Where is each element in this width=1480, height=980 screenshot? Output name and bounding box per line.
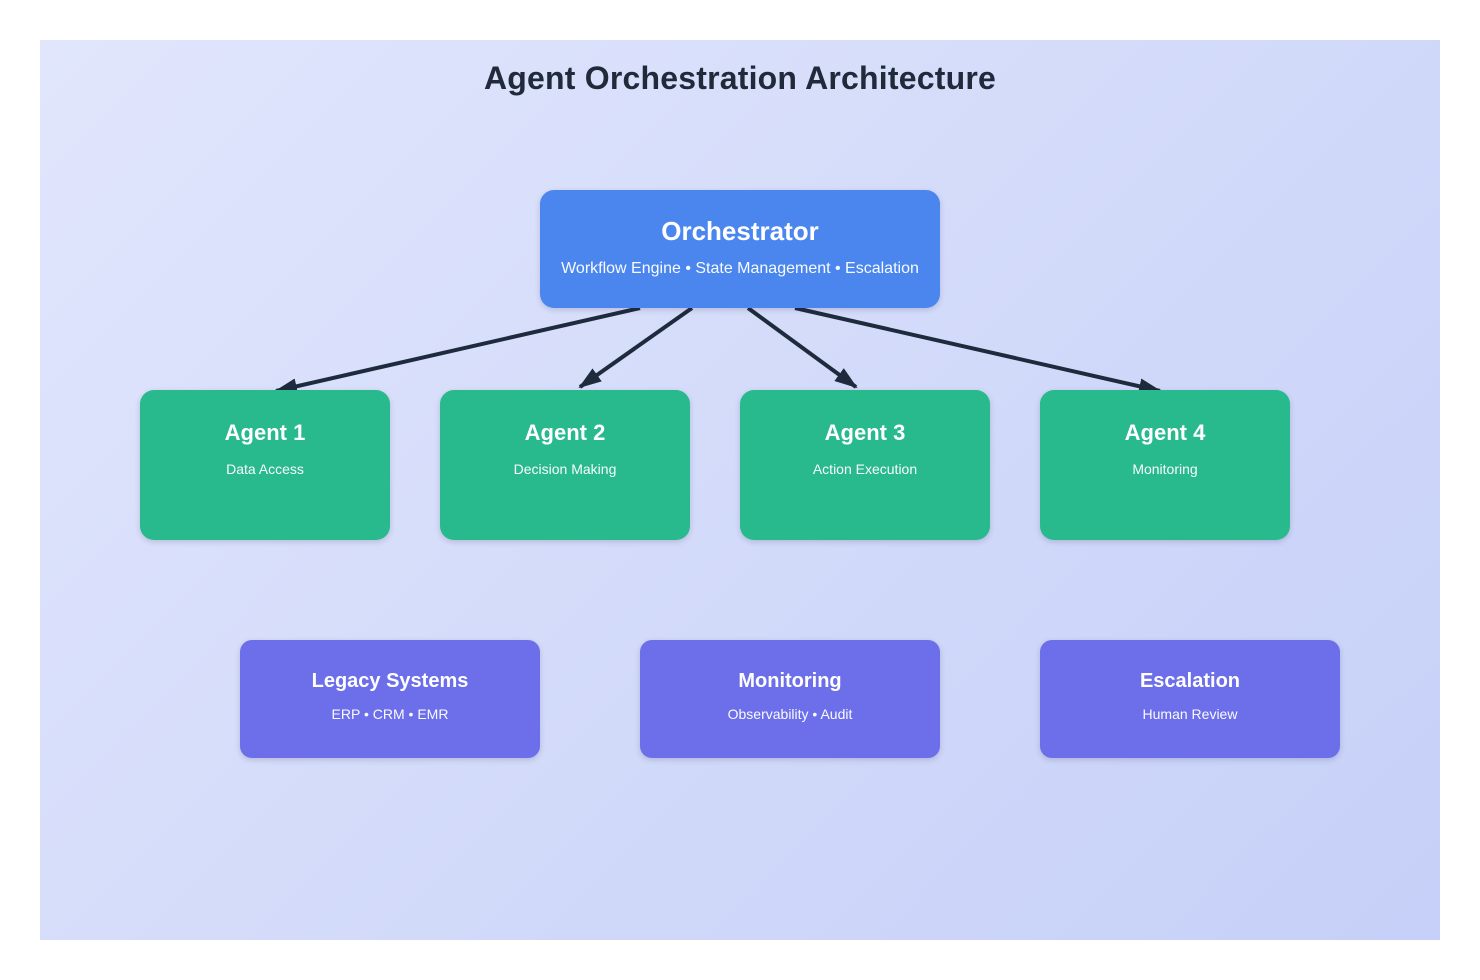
escalation-title: Escalation [1139,670,1241,692]
arrow-orchestrator-to-agent-1 [274,306,641,395]
agent-2-node: Agent 2 Decision Making [440,390,690,540]
page-title: Agent Orchestration Architecture [484,60,996,96]
orchestrator-subtitle: Workflow Engine • State Management • Esc… [561,260,919,277]
agent-1-subtitle: Data Access [226,461,304,477]
escalation-subtitle: Human Review [1142,706,1238,722]
orchestrator-title: Orchestrator [661,216,819,246]
agent-4-node: Agent 4 Monitoring [1040,390,1290,540]
orchestrator-node: Orchestrator Workflow Engine • State Man… [540,190,940,308]
agent-2-title: Agent 2 [524,420,606,445]
monitoring-title: Monitoring [738,670,842,692]
agent-4-subtitle: Monitoring [1132,461,1198,477]
escalation-node: Escalation Human Review [1040,640,1340,758]
agent-1-title: Agent 1 [224,420,306,445]
monitoring-subtitle: Observability • Audit [727,706,853,722]
monitoring-node: Monitoring Observability • Audit [640,640,940,758]
agent-3-title: Agent 3 [824,420,906,445]
legacy-systems-subtitle: ERP • CRM • EMR [331,706,449,722]
arrow-orchestrator-to-agent-3 [746,306,858,389]
agent-3-node: Agent 3 Action Execution [740,390,990,540]
arrow-orchestrator-to-agent-2 [578,306,694,389]
agent-4-title: Agent 4 [1124,420,1206,445]
agent-2-subtitle: Decision Making [513,461,617,477]
legacy-systems-node: Legacy Systems ERP • CRM • EMR [240,640,540,758]
agent-1-node: Agent 1 Data Access [140,390,390,540]
agent-3-subtitle: Action Execution [812,461,918,477]
arrow-orchestrator-to-agent-4 [794,306,1162,395]
legacy-systems-title: Legacy Systems [311,670,469,692]
diagram-panel: Agent Orchestration Architecture Orchest… [40,40,1440,940]
